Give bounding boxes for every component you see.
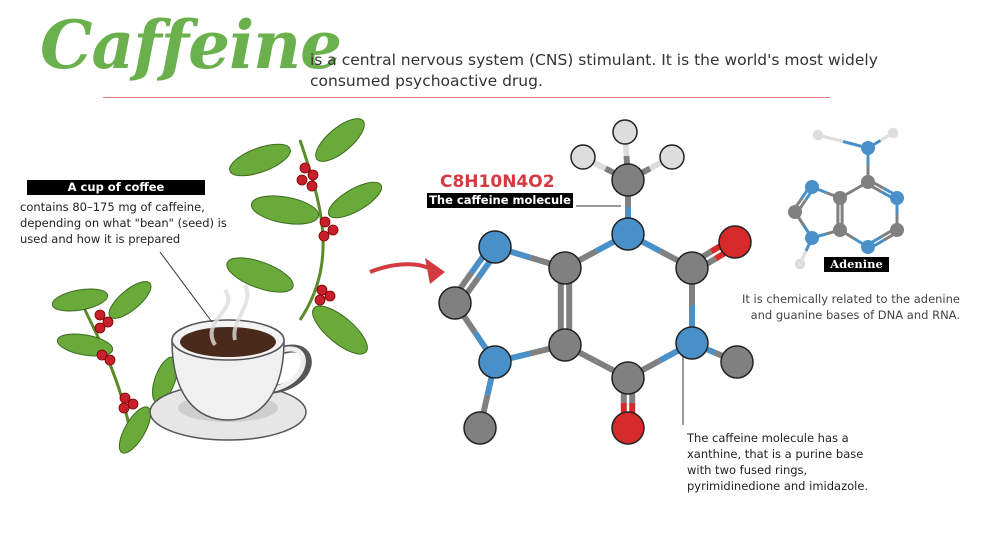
- carbon-atom: [675, 251, 709, 285]
- arrow-icon: [369, 262, 434, 274]
- hydrogen-atom: [887, 127, 899, 139]
- carbon-atom: [548, 251, 582, 285]
- nitrogen-atom: [611, 217, 645, 251]
- hydrogen-atom: [794, 258, 806, 270]
- nitrogen-atom: [478, 230, 512, 264]
- coffee-cup-illustration: [149, 284, 312, 441]
- title-divider: [103, 97, 830, 98]
- coffee-label: A cup of coffee: [27, 180, 205, 195]
- nitrogen-atom: [675, 326, 709, 360]
- hydrogen-atom: [570, 144, 596, 170]
- arrow-head-icon: [425, 258, 445, 284]
- carbon-atom: [438, 286, 472, 320]
- molecule-label: The caffeine molecule: [427, 193, 573, 208]
- nitrogen-atom: [478, 345, 512, 379]
- nitrogen-atom: [805, 180, 819, 194]
- intro-text: is a central nervous system (CNS) stimul…: [310, 51, 878, 90]
- hydrogen-atom: [659, 144, 685, 170]
- hydrogen-atom: [612, 119, 638, 145]
- carbon-atom: [548, 328, 582, 362]
- carbon-atom: [611, 163, 645, 197]
- nitrogen-atom: [805, 231, 819, 245]
- oxygen-atom: [718, 225, 752, 259]
- coffee-callout-line: [159, 251, 213, 323]
- carbon-atom: [890, 223, 904, 237]
- carbon-atom: [611, 361, 645, 395]
- coffee-description: contains 80–175 mg of caffeine, dependin…: [20, 200, 227, 246]
- nitrogen-atom: [861, 141, 875, 155]
- carbon-atom: [833, 223, 847, 237]
- oxygen-atom: [611, 411, 645, 445]
- adenine-molecule: [788, 127, 904, 270]
- page-title: Caffeine: [40, 6, 342, 84]
- carbon-atom: [463, 411, 497, 445]
- coffee-plant-illustration: [51, 118, 383, 454]
- carbon-atom: [861, 175, 875, 189]
- nitrogen-atom: [890, 191, 904, 205]
- carbon-atom: [720, 345, 754, 379]
- molecule-formula: C8H10N4O2: [440, 172, 555, 192]
- nitrogen-atom: [861, 240, 875, 254]
- adenine-label: Adenine: [824, 257, 889, 272]
- xanthine-note: The caffeine molecule has a xanthine, th…: [687, 431, 869, 493]
- carbon-atom: [833, 191, 847, 205]
- caffeine-molecule: [438, 119, 754, 445]
- carbon-atom: [788, 205, 802, 219]
- hydrogen-atom: [812, 129, 824, 141]
- adenine-note: It is chemically related to the adenine …: [741, 292, 960, 322]
